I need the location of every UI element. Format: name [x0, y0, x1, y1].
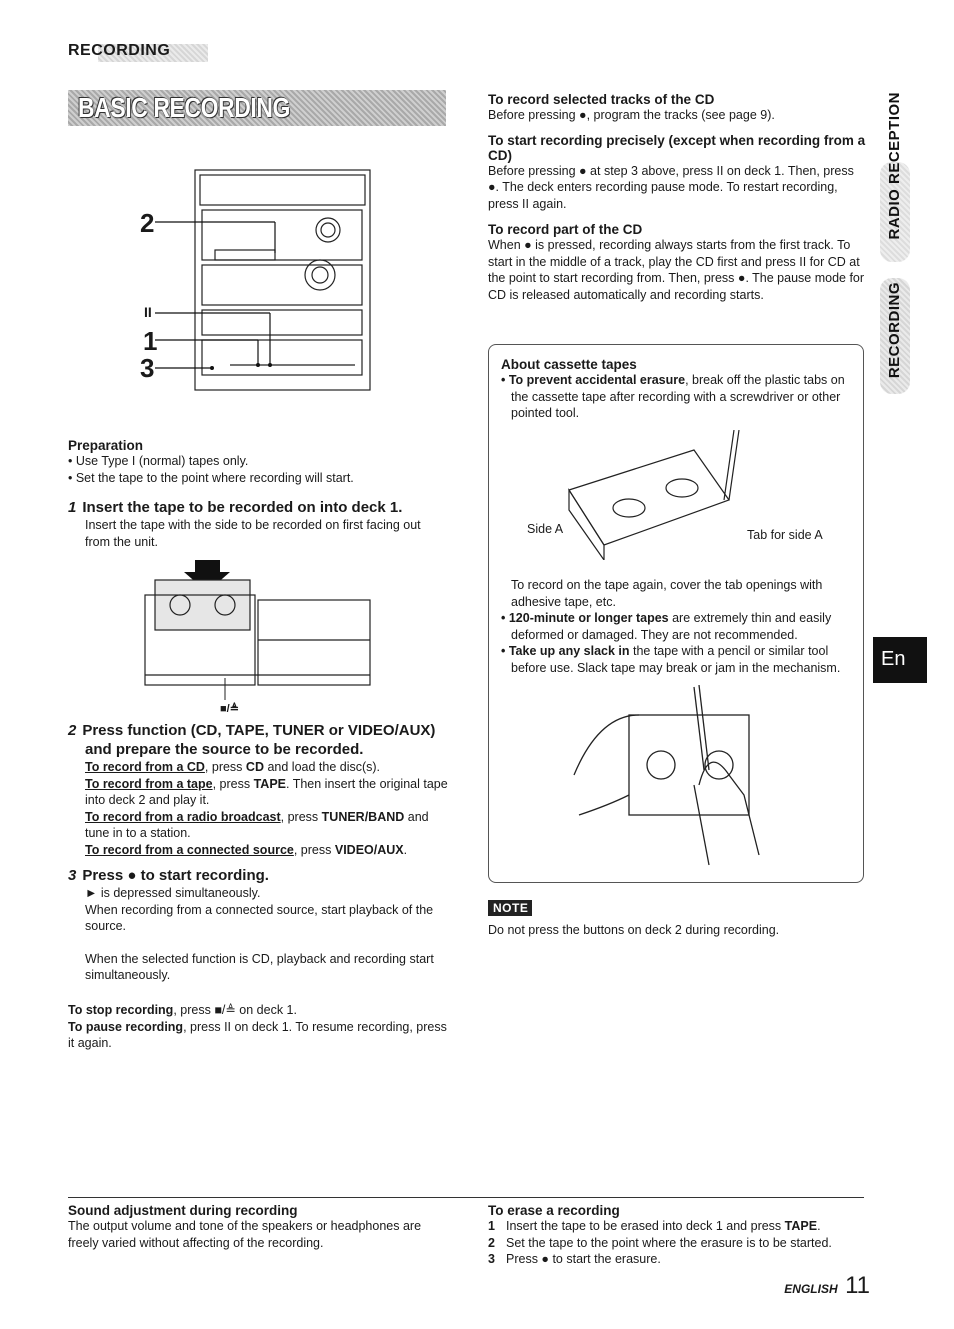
precise-start-body: Before pressing ● at step 3 above, press… — [488, 163, 854, 211]
side-a-label: Side A — [527, 522, 564, 536]
language-tab: En — [873, 637, 927, 683]
fig1-label-3: 3 — [140, 353, 155, 383]
sidebar-tab-radio-reception: RADIO RECEPTION — [880, 92, 910, 262]
sidebar-tab-recording: RECORDING — [880, 278, 910, 398]
cassette-tip: • Take up any slack in the tape with a p… — [501, 644, 841, 675]
cassette-info-box: About cassette tapes • To prevent accide… — [488, 344, 864, 883]
selected-tracks-body: Before pressing ●, program the tracks (s… — [488, 108, 775, 122]
fig1-label-pause: II — [144, 304, 152, 320]
page-title: BASIC RECORDING — [78, 92, 290, 123]
step3-body: ► is depressed simultaneously. When reco… — [85, 886, 434, 982]
page-footer: ENGLISH 11 — [784, 1272, 870, 1299]
stop-eject-label: ■/≜ — [220, 703, 239, 715]
prep-item: • Use Type I (normal) tapes only. — [68, 454, 249, 468]
prep-item: • Set the tape to the point where record… — [68, 470, 354, 485]
tab-a-label: Tab for side A — [747, 528, 823, 542]
section-label: RECORDING — [68, 42, 218, 64]
step1-body: Insert the tape with the side to be reco… — [85, 518, 421, 549]
erase-heading: To erase a recording — [488, 1203, 620, 1218]
deck-insert-illustration — [144, 560, 371, 700]
note-badge: NOTE — [488, 900, 532, 916]
note-body: Do not press the buttons on deck 2 durin… — [488, 923, 780, 937]
cassette-cover-tip: To record on the tape again, cover the t… — [511, 578, 823, 609]
cassette-tip: • To prevent accidental erasure, break o… — [501, 373, 845, 420]
page-number: 11 — [845, 1272, 870, 1299]
pencil-slack-illustration — [573, 685, 760, 866]
stereo-unit-illustration — [155, 169, 371, 391]
preparation-heading: Preparation — [68, 438, 144, 453]
sound-adjustment-heading: Sound adjustment during recording — [68, 1203, 298, 1218]
selected-tracks-heading: To record selected tracks of the CD — [488, 92, 715, 107]
stop-pause-instructions: To stop recording, press ■/≜ on deck 1. … — [68, 1003, 447, 1050]
cassette-box-title: About cassette tapes — [501, 357, 637, 372]
page-title-banner: BASIC RECORDING — [68, 90, 446, 126]
fig1-label-1: 1 — [143, 326, 158, 356]
fig1-label-2: 2 — [140, 208, 155, 238]
step2-body: To record from a CD, press CD and load t… — [85, 760, 448, 857]
cassette-tab-illustration — [568, 430, 740, 560]
record-part-body: When ● is pressed, recording always star… — [488, 238, 865, 302]
divider — [68, 1197, 864, 1198]
sound-adjustment-body: The output volume and tone of the speake… — [68, 1219, 422, 1250]
record-part-heading: To record part of the CD — [488, 222, 643, 237]
precise-start-heading: To start recording precisely (except whe… — [488, 132, 866, 163]
cassette-tip: • 120-minute or longer tapes are extreme… — [501, 611, 832, 642]
